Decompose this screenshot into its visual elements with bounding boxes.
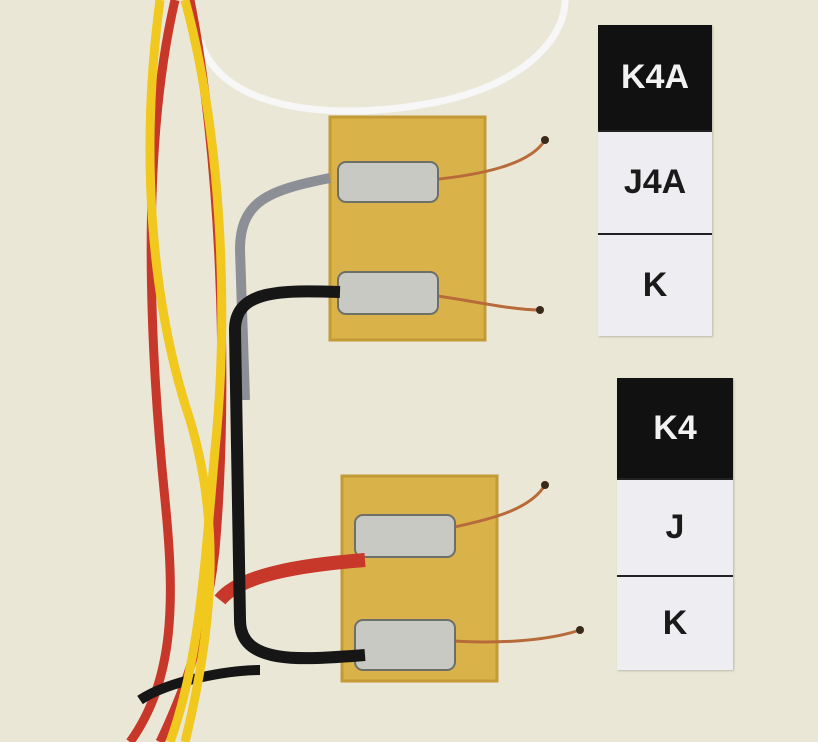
label-j4a: J4A [598,130,712,233]
label-k4: K4 [617,378,733,478]
yellow-wire [165,0,227,742]
white-wire [196,0,569,115]
red-wire [126,0,180,742]
solder-terminal [337,271,439,315]
copper-lead [429,293,541,312]
yellow-wire [145,0,215,742]
black-wire [228,285,366,665]
label-k4a: K4A [598,25,712,130]
copper-lead [429,139,547,182]
solder-terminal [354,619,456,671]
upper-label-strip: K4A J4A K [598,25,712,336]
solder-terminal [354,514,456,558]
label-k-lower: K [617,575,733,670]
copper-lead [439,628,581,644]
lower-label-strip: K4 J K [617,378,733,670]
red-wire [214,553,366,605]
solder-terminal [337,161,439,203]
copper-lead [439,484,547,532]
label-j: J [617,478,733,575]
gray-wire [234,173,331,401]
label-k-upper: K [598,233,712,336]
